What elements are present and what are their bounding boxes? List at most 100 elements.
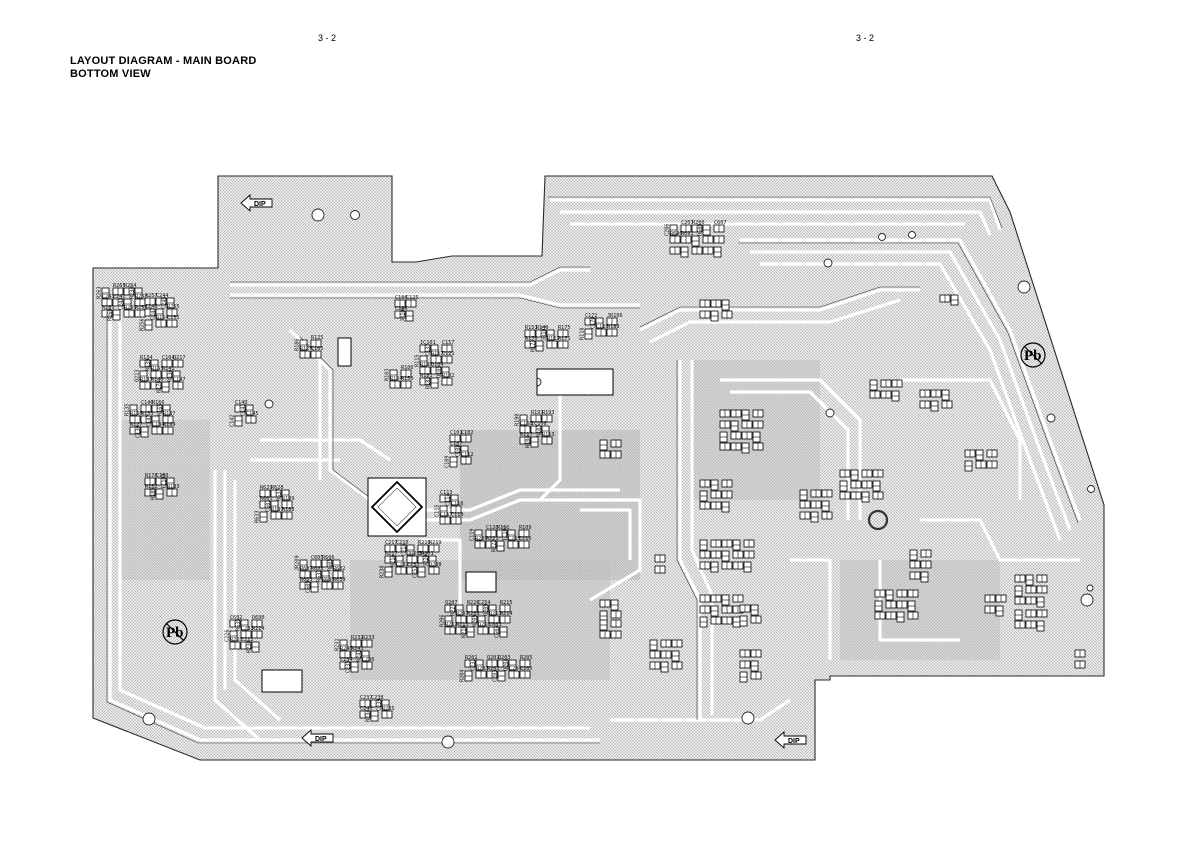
component-designator: R182 [426, 377, 432, 390]
component-designator: R218 [418, 540, 431, 546]
component-designator: R178 [145, 473, 158, 479]
component-designator: R215 [500, 600, 513, 606]
component-designator: R258 [135, 305, 148, 311]
component-designator: C113 [440, 490, 453, 496]
component-designator: R200 [692, 220, 705, 226]
component-designator: R607 [300, 566, 313, 572]
component-designator: C207 [681, 220, 694, 226]
component-designator: C130 [136, 426, 142, 439]
component-designator: R140 [151, 377, 164, 383]
component-designator: C120 [486, 525, 499, 531]
component-labels: R263R265R264R234C241C242C243R262R261R260… [97, 220, 727, 722]
component-designator: C202 [396, 562, 409, 568]
component-designator: R137 [140, 377, 153, 383]
ic-main-qfp [367, 477, 427, 537]
component-designator: IC101 [420, 340, 436, 346]
component-designator: JR106 [607, 313, 623, 319]
component-designator: R205 [520, 655, 533, 661]
component-designator: JR209 [295, 555, 301, 571]
component-designator: C240 [360, 706, 373, 712]
component-designator: C244 [156, 293, 169, 299]
component-designator: C242 [113, 294, 126, 300]
component-designator: JR203 [407, 551, 423, 557]
diagram-title: LAYOUT DIAGRAM - MAIN BOARD [70, 55, 257, 67]
component-designator: R111 [497, 525, 510, 531]
component-designator: R259 [124, 305, 137, 311]
component-designator: R220 [475, 536, 488, 542]
component-designator: R219 [429, 540, 442, 546]
component-designator: R186 [295, 339, 301, 352]
component-designator: C125 [406, 295, 419, 301]
component-designator: R222 [492, 540, 498, 553]
component-designator: R262 [135, 294, 148, 300]
component-designator: C109 [445, 456, 451, 469]
component-designator: R152 [145, 484, 158, 490]
component-designator: R216 [391, 555, 397, 568]
component-designator: C104 [162, 355, 175, 361]
component-designator: IC106 [531, 421, 547, 427]
component-designator: C203 [493, 670, 499, 683]
component-designator: C108 [456, 445, 462, 458]
component-designator: R224 [252, 626, 265, 632]
component-designator: Q213 [135, 370, 141, 383]
component-designator: C147 [173, 377, 186, 383]
component-designator: Q105 [437, 366, 443, 379]
component-designator: R187 [271, 507, 284, 513]
component-designator: R637 [277, 489, 283, 502]
page-number-right: 3 - 2 [856, 33, 875, 43]
component-designator: R211 [489, 611, 502, 617]
component-designator: Q203 [498, 655, 511, 661]
component-designator: R235 [382, 706, 395, 712]
component-designator: C155 [167, 315, 180, 321]
component-designator: R223 [230, 637, 243, 643]
component-designator: R154 [156, 315, 169, 321]
component-designator: R125 [311, 335, 324, 341]
component-designator: R199 [163, 422, 176, 428]
ic-soic-102 [465, 571, 497, 593]
component-designator: C238 [371, 695, 384, 701]
component-designator: C205 [520, 666, 533, 672]
component-designator: R190 [515, 414, 521, 427]
component-designator: R180 [420, 362, 433, 368]
component-designator: C214 [402, 544, 408, 557]
component-designator: R103 [385, 369, 391, 382]
component-designator: C254 [478, 600, 491, 606]
component-designator: R106 [401, 365, 414, 371]
component-designator: R139 [146, 359, 152, 372]
component-designator: R261 [102, 305, 115, 311]
component-designator: R107 [537, 425, 543, 438]
component-designator: C210 [396, 540, 409, 546]
component-designator: C172 [585, 313, 598, 319]
component-designator: R181 [420, 373, 433, 379]
component-designator: R202 [487, 666, 500, 672]
component-designator: C253 [413, 566, 419, 579]
component-designator: R173 [531, 340, 537, 353]
component-designator: R632 [317, 570, 323, 583]
component-designator: R633 [255, 511, 261, 524]
component-designator: C102 [461, 430, 474, 436]
component-designator: R135 [125, 404, 131, 417]
component-designator: R217 [385, 551, 398, 557]
component-designator: C117 [440, 512, 453, 518]
component-designator: JR101 [542, 325, 548, 341]
component-designator: C126 [395, 306, 408, 312]
component-designator: Q104 [431, 362, 444, 368]
component-designator: C115 [435, 505, 441, 518]
component-designator: C252 [407, 562, 420, 568]
component-designator: C141 [241, 404, 247, 417]
pcb-traces [108, 198, 1082, 742]
component-designator: Q209 [484, 604, 490, 617]
component-designator: C105 [311, 346, 324, 352]
component-designator: C604 [495, 626, 501, 639]
component-designator: C142 [230, 415, 236, 428]
mounting-holes [142, 208, 1095, 749]
component-designator: R204 [460, 670, 466, 683]
component-designator: C114 [446, 494, 452, 507]
ic-soic-104 [337, 337, 352, 367]
component-designator: R231 [335, 639, 341, 652]
component-designator: R255 [167, 304, 180, 310]
dip-arrow-bottom: DIP [301, 728, 334, 748]
component-designator: JR108 [401, 306, 407, 322]
dip-arrow-top: DIP [240, 193, 273, 213]
component-designator: R155 [141, 411, 154, 417]
